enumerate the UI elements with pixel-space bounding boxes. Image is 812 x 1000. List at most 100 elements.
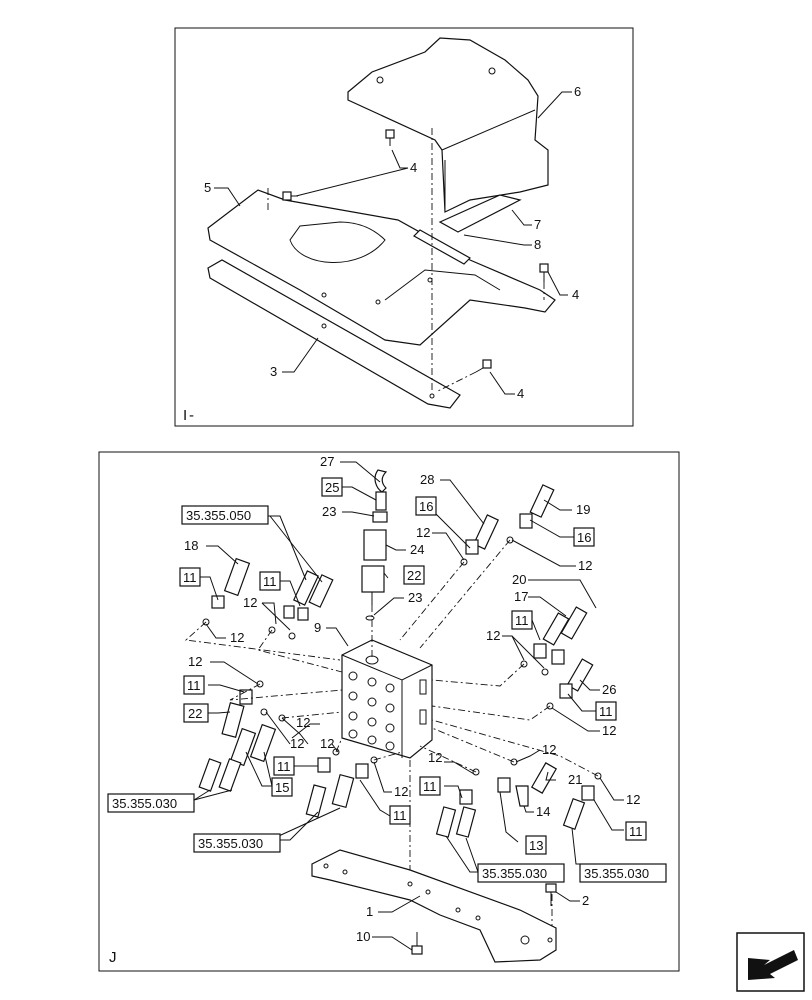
boxed-callout-11: 11: [273, 756, 295, 776]
leader-line: [193, 789, 233, 801]
bolt-icon: [282, 191, 298, 201]
leader-line: [391, 149, 408, 169]
flow-line: [257, 629, 343, 673]
leader-line: [529, 519, 574, 538]
leader-line: [571, 827, 606, 865]
leader-line: [210, 661, 259, 685]
leader-line: [378, 895, 421, 913]
boxed-callout-11: 11: [419, 776, 441, 796]
callout-4: 4: [410, 160, 417, 175]
flow-line: [419, 539, 511, 649]
fitting-part: [520, 606, 588, 676]
svg-text:11: 11: [629, 824, 643, 839]
svg-text:15: 15: [275, 780, 289, 795]
leader-line: [593, 799, 624, 831]
leader-line: [528, 596, 567, 617]
callout-12: 12: [394, 784, 408, 799]
flow-line: [373, 751, 403, 761]
fitting-part: [268, 570, 334, 640]
callout-5: 5: [204, 180, 211, 195]
reference-box-35-355-050[interactable]: 35.355.050: [181, 505, 269, 525]
boxed-callout-11: 11: [183, 675, 205, 695]
bolt-icon: [545, 883, 557, 906]
boxed-callout-25: 25: [321, 477, 343, 497]
leader-line: [214, 187, 241, 207]
fitting-part: [546, 658, 594, 710]
panel-j-letter: J: [109, 949, 117, 966]
leader-line: [465, 837, 479, 873]
callout-12: 12: [243, 595, 257, 610]
reference-box-35-355-030[interactable]: 35.355.030: [579, 863, 667, 883]
boxed-callout-15: 15: [271, 777, 293, 797]
leader-line: [444, 785, 463, 799]
callout-23: 23: [408, 590, 422, 605]
svg-text:11: 11: [393, 808, 407, 823]
leader-line: [545, 771, 556, 781]
svg-text:11: 11: [515, 613, 529, 628]
leader-line: [331, 743, 339, 753]
boxed-callout-13: 13: [525, 835, 547, 855]
svg-text:11: 11: [187, 678, 201, 693]
fitting-part: [460, 514, 499, 566]
leader-line: [537, 91, 572, 119]
fitting-part: [229, 708, 286, 767]
reference-box-35-355-030[interactable]: 35.355.030: [477, 863, 565, 883]
boxed-callout-11: 11: [625, 821, 647, 841]
callout-28: 28: [420, 472, 434, 487]
flow-line: [431, 663, 525, 687]
panel-i-frame: [174, 27, 634, 427]
next-page-arrow-icon[interactable]: [736, 932, 805, 992]
leader-line: [280, 580, 301, 607]
svg-text:35.355.030: 35.355.030: [584, 866, 649, 881]
callout-7: 7: [534, 217, 541, 232]
callout-12: 12: [416, 525, 430, 540]
leader-line: [555, 891, 580, 902]
leader-line: [208, 711, 231, 714]
leader-line: [511, 635, 545, 669]
svg-text:11: 11: [263, 574, 277, 589]
svg-text:11: 11: [277, 759, 291, 774]
callout-23: 23: [322, 504, 336, 519]
flow-line: [399, 561, 465, 641]
leader-line: [342, 511, 375, 517]
leader-line: [440, 479, 485, 525]
callout-24: 24: [410, 542, 424, 557]
leader-line: [282, 337, 319, 373]
callout-1: 1: [366, 904, 373, 919]
fitting-part: [202, 557, 251, 626]
callout-12: 12: [542, 742, 556, 757]
callout-12: 12: [578, 558, 592, 573]
leader-line: [551, 707, 600, 732]
leader-line: [200, 576, 219, 601]
svg-text:16: 16: [577, 530, 591, 545]
leader-line: [281, 717, 309, 745]
leader-line: [206, 545, 239, 565]
cover-part: [347, 37, 549, 213]
svg-text:35.355.030: 35.355.030: [482, 866, 547, 881]
flow-line: [229, 683, 343, 701]
callout-18: 18: [184, 538, 198, 553]
reference-box-35-355-030[interactable]: 35.355.030: [193, 833, 281, 853]
leader-line: [261, 602, 291, 631]
callout-4: 4: [517, 386, 524, 401]
callout-12: 12: [486, 628, 500, 643]
flow-line: [335, 737, 343, 753]
svg-text:16: 16: [419, 499, 433, 514]
callout-20: 20: [512, 572, 526, 587]
reference-box-35-355-030[interactable]: 35.355.030: [107, 793, 195, 813]
callout-3: 3: [270, 364, 277, 379]
leader-line: [326, 627, 349, 647]
leader-line: [342, 486, 377, 501]
boxed-callout-16: 16: [415, 496, 437, 516]
callout-12: 12: [320, 736, 334, 751]
callout-12: 12: [188, 654, 202, 669]
leader-line: [262, 602, 277, 625]
leader-line: [567, 693, 596, 712]
leader-line: [528, 579, 597, 609]
svg-text:22: 22: [407, 568, 421, 583]
boxed-callout-22: 22: [403, 565, 425, 585]
callout-12: 12: [296, 715, 310, 730]
callout-21: 21: [568, 772, 582, 787]
flow-line: [281, 711, 343, 719]
